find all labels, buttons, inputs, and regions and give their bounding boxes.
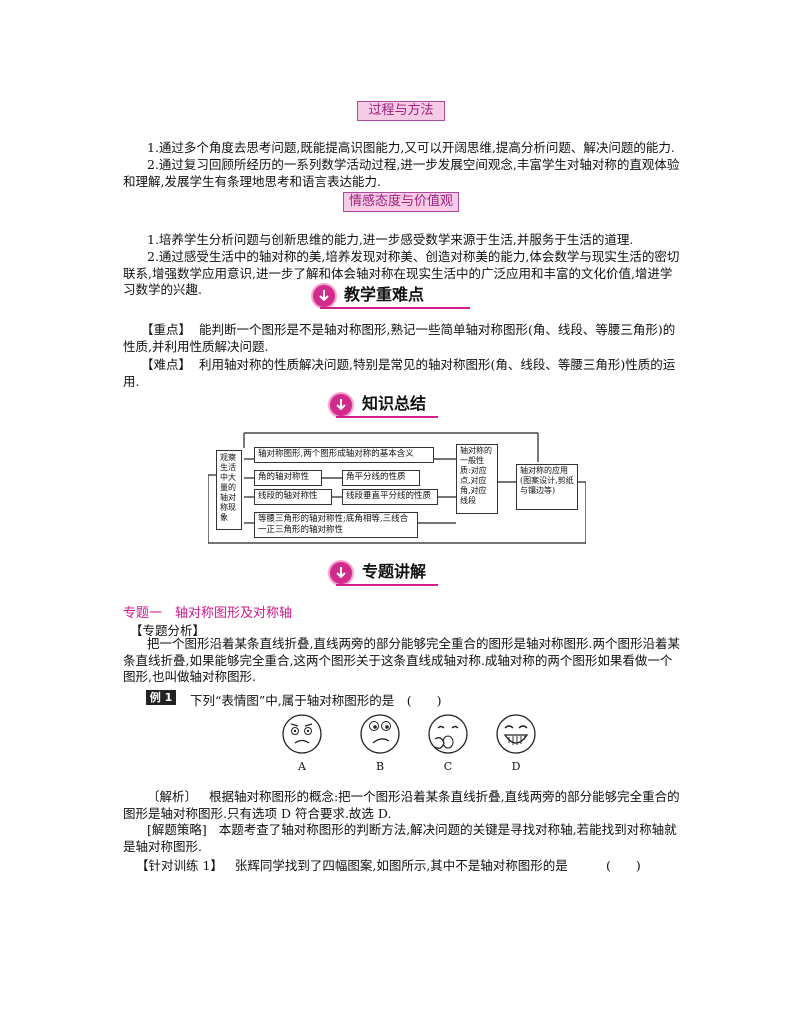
practice-answer-paren: ( ) bbox=[606, 858, 641, 873]
solution-strategy: [解题策略] 本题考查了轴对称图形的判断方法,解决问题的关键是寻找对称轴,若能找… bbox=[123, 822, 683, 855]
text-practice: 张辉同学找到了四幅图案,如图所示,其中不是轴对称图形的是 bbox=[234, 858, 568, 873]
tag-process: 过程与方法 bbox=[357, 101, 445, 121]
flow-left-box: 观察生活中大量的轴对称现象 bbox=[216, 450, 242, 530]
flow-box-2: 角的轴对称性 bbox=[254, 470, 322, 486]
section-title-summary: 知识总结 bbox=[362, 394, 427, 413]
label-zhongdian: 【重点】 bbox=[141, 322, 192, 337]
flow-box-2r: 角平分线的性质 bbox=[342, 470, 420, 486]
example-text: 下列“表情图”中,属于轴对称图形的是 ( ) bbox=[190, 693, 442, 708]
knowledge-flowchart: 观察生活中大量的轴对称现象 轴对称图形,两个图形成轴对称的基本含义 角的轴对称性… bbox=[208, 430, 586, 545]
section-title-key: 教学重难点 bbox=[344, 285, 425, 304]
option-label-c: C bbox=[443, 760, 453, 773]
flow-box-4: 等腰三角形的轴对称性;底角相等,三线合一正三角形的轴对称性 bbox=[254, 512, 418, 538]
section-title-topic: 专题讲解 bbox=[362, 562, 427, 581]
flow-mid-box: 轴对称的一般性质:对应点,对应角,对应线段 bbox=[456, 444, 498, 514]
process-para-2: 2.通过复习回顾所经历的一系列数学活动过程,进一步发展空间观念,丰富学生对轴对称… bbox=[123, 157, 680, 189]
label-jiexi: 〔解析〕 bbox=[147, 789, 198, 804]
key-point-nandian: 【难点】 利用轴对称的性质解决问题,特别是常见的轴对称图形(角、线段、等腰三角形… bbox=[123, 357, 683, 390]
label-practice: 【针对训练 1】 bbox=[136, 858, 223, 873]
example-badge: 例 1 bbox=[146, 690, 176, 705]
face-confused-icon bbox=[360, 714, 400, 754]
flow-box-1: 轴对称图形,两个图形成轴对称的基本含义 bbox=[254, 447, 434, 463]
label-nandian: 【难点】 bbox=[141, 357, 192, 372]
face-grinning-icon bbox=[496, 714, 536, 754]
tag-emotion: 情感态度与价值观 bbox=[343, 192, 459, 212]
emotion-para-2: 2.通过感受生活中的轴对称的美,培养发现对称美、创造对称美的能力,体会数学与现实… bbox=[123, 249, 680, 297]
section-underline bbox=[336, 416, 438, 418]
analysis-label: 【专题分析】 bbox=[130, 623, 206, 638]
face-yawning-icon bbox=[428, 714, 468, 754]
emotion-para-1: 1.培养学生分析问题与创新思维的能力,进一步感受数学来源于生活,并服务于生活的道… bbox=[147, 232, 634, 247]
topic-title: 专题一 轴对称图形及对称轴 bbox=[123, 606, 293, 621]
flow-box-3r: 线段垂直平分线的性质 bbox=[342, 489, 438, 505]
text-nandian: 利用轴对称的性质解决问题,特别是常见的轴对称图形(角、线段、等腰三角形)性质的运… bbox=[123, 357, 676, 389]
flow-right-box: 轴对称的应用(图案设计,剪纸与镶边等) bbox=[516, 464, 578, 510]
process-para-1: 1.通过多个角度去思考问题,既能提高识图能力,又可以开阔思维,提高分析问题、解决… bbox=[147, 140, 675, 155]
solution-analysis: 〔解析〕 根据轴对称图形的概念:把一个图形沿着某条直线折叠,直线两旁的部分能够完… bbox=[123, 789, 683, 822]
practice-1: 【针对训练 1】 张辉同学找到了四幅图案,如图所示,其中不是轴对称图形的是 bbox=[136, 855, 656, 874]
down-arrow-icon bbox=[311, 283, 337, 309]
key-point-zhongdian: 【重点】 能判断一个图形是不是轴对称图形,熟记一些简单轴对称图形(角、线段、等腰… bbox=[123, 322, 683, 355]
section-underline bbox=[336, 584, 438, 586]
face-worried-icon bbox=[282, 714, 322, 754]
option-label-d: D bbox=[511, 760, 521, 773]
option-label-b: B bbox=[375, 760, 385, 773]
option-label-a: A bbox=[298, 760, 306, 773]
text-jiexi: 根据轴对称图形的概念:把一个图形沿着某条直线折叠,直线两旁的部分能够完全重合的图… bbox=[123, 789, 680, 821]
text-celue: 本题考查了轴对称图形的判断方法,解决问题的关键是寻找对称轴,若能找到对称轴就是轴… bbox=[123, 822, 677, 854]
label-celue: [解题策略] bbox=[147, 822, 207, 837]
down-arrow-icon bbox=[328, 392, 354, 418]
down-arrow-icon bbox=[328, 560, 354, 586]
flow-box-3: 线段的轴对称性 bbox=[254, 489, 332, 505]
analysis-text: 把一个图形沿着某条直线折叠,直线两旁的部分能够完全重合的图形是轴对称图形.两个图… bbox=[123, 636, 680, 684]
section-underline bbox=[320, 307, 470, 309]
text-zhongdian: 能判断一个图形是不是轴对称图形,熟记一些简单轴对称图形(角、线段、等腰三角形)的… bbox=[123, 322, 676, 354]
